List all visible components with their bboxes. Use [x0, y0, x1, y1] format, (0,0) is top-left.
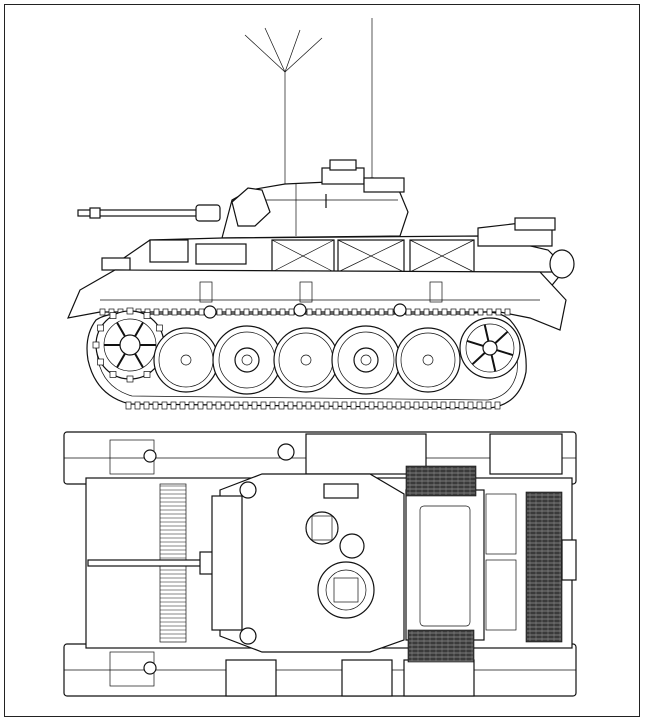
drawing-frame: [4, 4, 640, 717]
top-view: [63, 431, 577, 697]
side-view: [67, 18, 575, 410]
star-antenna: [244, 27, 323, 185]
road-wheel-5: [395, 327, 461, 393]
road-wheel-3: [273, 327, 339, 393]
road-wheel-1: [153, 327, 219, 393]
idler-wheel: [459, 317, 521, 379]
return-rollers: [203, 303, 407, 319]
engine-grille-2: [407, 629, 475, 663]
drive-sprocket: [92, 307, 168, 383]
engine-grille-3: [525, 491, 563, 643]
road-wheels: [153, 325, 461, 395]
road-wheel-4: [331, 325, 401, 395]
rod-antenna: [370, 18, 374, 179]
turret: [221, 159, 409, 239]
turret-top: [211, 473, 405, 653]
engine-grille-1: [405, 465, 477, 497]
road-wheel-2: [212, 325, 282, 395]
main-gun: [77, 204, 221, 222]
